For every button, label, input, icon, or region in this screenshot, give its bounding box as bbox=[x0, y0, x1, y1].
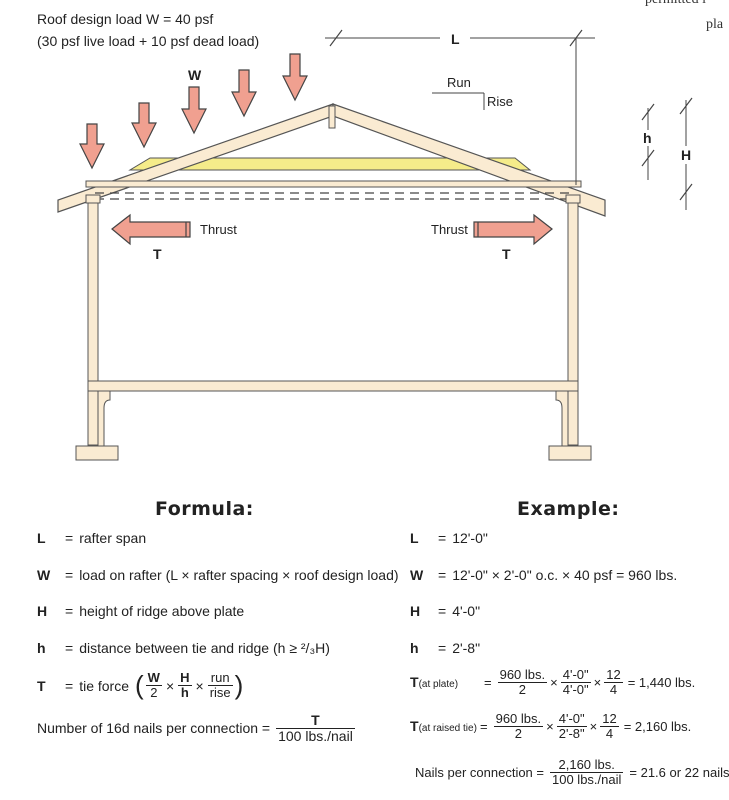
dim-tick bbox=[641, 149, 655, 167]
w-label: W bbox=[188, 67, 202, 83]
left-wall bbox=[87, 197, 99, 446]
dim-tick bbox=[329, 29, 343, 47]
right-top-plate bbox=[565, 194, 581, 204]
formula-row: H= height of ridge above plate bbox=[37, 603, 245, 619]
nails-formula-text: Number of 16d nails per connection = bbox=[37, 720, 271, 737]
formula-text: height of ridge above plate bbox=[79, 603, 245, 619]
example-symbol: L bbox=[410, 530, 419, 546]
rise-label: Rise bbox=[487, 94, 513, 109]
thrust-arrow-left bbox=[111, 213, 191, 246]
nails-result: = 21.6 or 22 nails bbox=[629, 764, 729, 780]
fraction: 2,160 lbs.100 lbs./nail bbox=[550, 757, 624, 787]
load-arrows bbox=[79, 53, 308, 170]
example-symbol: W bbox=[410, 567, 424, 583]
thrust-left-label: Thrust bbox=[200, 222, 237, 237]
example-row: h= 2'-8" bbox=[410, 640, 481, 656]
H-big-label: H bbox=[681, 147, 691, 163]
example-text: 12'-0" bbox=[452, 530, 488, 546]
left-pier bbox=[97, 390, 111, 448]
formula-text: tie force bbox=[79, 677, 129, 694]
example-row: H= 4'-0" bbox=[410, 603, 481, 619]
load-arrow bbox=[131, 102, 157, 149]
fraction: 960 lbs.2 bbox=[493, 711, 544, 741]
ridge-post bbox=[328, 105, 336, 129]
rafter-tie-diagram: W L Run Rise h H Thrust T Thrust T bbox=[57, 29, 694, 461]
formula-text: rafter span bbox=[79, 530, 147, 546]
dim-tick bbox=[641, 103, 655, 121]
h-small-label: h bbox=[643, 130, 652, 146]
load-title: Roof design load W = 40 psf bbox=[37, 11, 214, 27]
l-label: L bbox=[451, 31, 460, 47]
formula-row: L= rafter span bbox=[37, 530, 147, 546]
example-row: L= 12'-0" bbox=[410, 530, 488, 546]
example-heading: Example: bbox=[517, 498, 620, 520]
dim-tick bbox=[679, 97, 693, 115]
thrust-arrow-right bbox=[473, 213, 553, 246]
nails-label: Nails per connection = bbox=[415, 764, 544, 780]
load-arrow bbox=[79, 123, 105, 170]
load-arrow bbox=[181, 86, 207, 135]
label-mask bbox=[678, 146, 694, 164]
corner-text-line2: pla bbox=[706, 17, 724, 32]
example-symbol: H bbox=[410, 603, 421, 619]
label-mask bbox=[641, 130, 655, 146]
example-row: W= 12'-0" × 2'-0" o.c. × 40 psf = 960 lb… bbox=[410, 567, 678, 583]
corner-text-line1: permitted i bbox=[645, 0, 706, 8]
formula-heading: Formula: bbox=[155, 498, 254, 520]
formula-text: load on rafter (L × rafter spacing × roo… bbox=[79, 567, 399, 583]
thrust-right-label: Thrust bbox=[431, 222, 468, 237]
floor-beam bbox=[87, 380, 579, 392]
t-at-plate-calc: T(at plate) = 960 lbs.2 × 4'-0"4'-0" × 1… bbox=[410, 667, 696, 697]
fraction: 960 lbs.2 bbox=[497, 667, 548, 697]
raised-tie bbox=[128, 157, 532, 171]
t-plate-result: = 1,440 lbs. bbox=[627, 674, 696, 690]
t-raised-result: = 2,160 lbs. bbox=[623, 718, 692, 734]
right-wall bbox=[567, 197, 579, 446]
formula-symbol: T bbox=[37, 677, 46, 694]
left-top-plate bbox=[85, 194, 101, 204]
run-label: Run bbox=[447, 75, 471, 90]
example-text: 12'-0" × 2'-0" o.c. × 40 psf = 960 lbs. bbox=[452, 567, 678, 583]
load-subtitle: (30 psf live load + 10 psf dead load) bbox=[37, 33, 260, 49]
right-footing bbox=[548, 445, 592, 461]
load-arrow bbox=[231, 69, 257, 118]
fraction: 4'-0"4'-0" bbox=[560, 667, 591, 697]
example-text: 4'-0" bbox=[452, 603, 481, 619]
t-right-label: T bbox=[502, 246, 511, 262]
formula-row: W= load on rafter (L × rafter spacing × … bbox=[37, 567, 399, 583]
ceiling-joist-top bbox=[85, 180, 582, 188]
left-footing bbox=[75, 445, 119, 461]
example-text: 2'-8" bbox=[452, 640, 481, 656]
example-symbol: h bbox=[410, 640, 419, 656]
dim-tick bbox=[679, 183, 693, 201]
formula-row: h= distance between tie and ridge (h ≥ ²… bbox=[37, 640, 330, 656]
fraction: 4'-0"2'-8" bbox=[556, 711, 587, 741]
load-arrow bbox=[282, 53, 308, 102]
formula-symbol: W bbox=[37, 567, 51, 583]
t-raised-tie-calc: T(at raised tie) = 960 lbs.2 × 4'-0"2'-8… bbox=[410, 711, 692, 741]
formula-text: distance between tie and ridge (h ≥ ²/₃H… bbox=[79, 640, 330, 656]
formula-symbol: H bbox=[37, 603, 48, 619]
right-pier bbox=[555, 390, 569, 448]
formula-symbol: L bbox=[37, 530, 46, 546]
formula-symbol: h bbox=[37, 640, 46, 656]
nails-per-connection-calc: Nails per connection = 2,160 lbs.100 lbs… bbox=[415, 758, 729, 786]
t-left-label: T bbox=[153, 246, 162, 262]
